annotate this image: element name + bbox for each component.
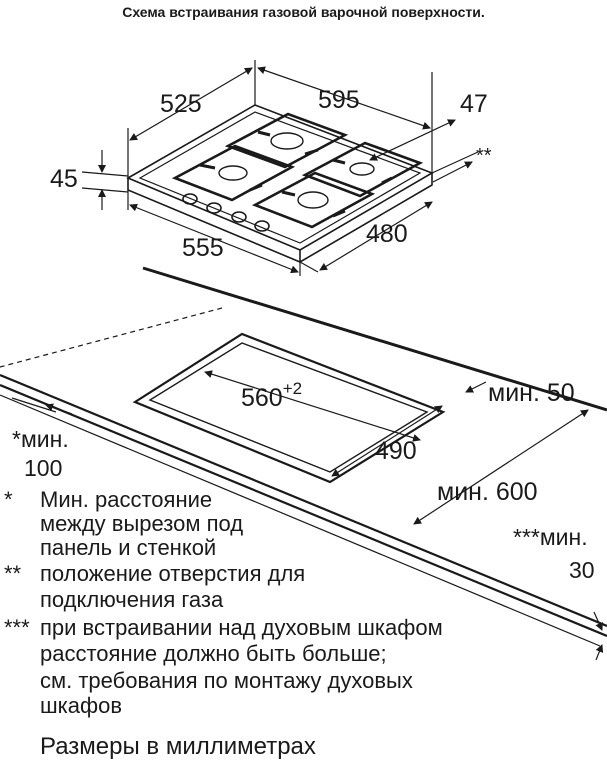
gas-connection-mark: ** [476, 145, 492, 167]
note-1-line-1: Мин. расстояние [40, 487, 213, 512]
dim-min-100-value: 100 [24, 455, 62, 481]
dim-min-30-label: ***мин. [513, 524, 588, 550]
note-3-line-1: при встраивании над духовым шкафом [40, 615, 443, 640]
dim-480: 480 [366, 220, 408, 248]
dim-47: 47 [460, 90, 488, 118]
note-1-line-2: между вырезом под [40, 511, 244, 536]
cutout-dimension-lines [11, 370, 604, 661]
hob-dimension-lines [81, 60, 479, 276]
dim-min-50: мин. 50 [488, 379, 575, 407]
dim-45: 45 [50, 165, 78, 193]
dim-min-100-label: *мин. [12, 426, 69, 452]
note-1-mark: * [4, 487, 13, 512]
note-1-line-3: панель и стенкой [40, 535, 217, 560]
dim-min-30-value: 30 [569, 557, 595, 583]
note-3-line-3: см. требования по монтажу духовых [40, 668, 413, 693]
note-3-line-2: расстояние должно быть больше; [40, 641, 387, 666]
dim-595: 595 [318, 86, 360, 114]
dim-560-tolerance: +2 [283, 379, 302, 398]
note-3-mark: *** [4, 615, 30, 640]
dim-555: 555 [182, 234, 224, 262]
note-2-line-1: положение отверстия для [40, 561, 306, 586]
diagram-title: Схема встраивания газовой варочной повер… [122, 4, 485, 20]
note-2-line-2: подключения газа [40, 587, 224, 612]
dim-560: 560+2 [241, 379, 302, 412]
dim-min-600: мин. 600 [437, 478, 538, 506]
note-3-line-4: шкафов [40, 693, 123, 718]
units-note: Размеры в миллиметрах [40, 733, 316, 760]
dimension-labels: 525 595 47 ** 45 555 480 560+2 490 мин. … [12, 86, 595, 583]
dim-525: 525 [160, 90, 202, 118]
dim-490: 490 [375, 437, 417, 465]
note-2-mark: ** [4, 561, 22, 586]
